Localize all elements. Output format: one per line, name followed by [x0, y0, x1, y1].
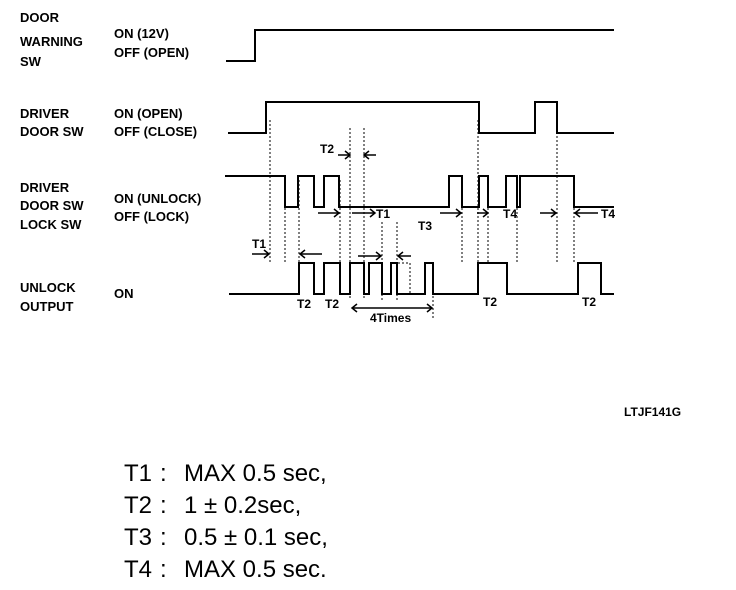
state-label-off: OFF (OPEN): [114, 45, 189, 60]
signal-label-line: WARNING: [20, 34, 83, 49]
timing-arrows: [252, 150, 598, 313]
arrow-left-icon: [362, 150, 376, 160]
timing-legend: T1:MAX 0.5 sec, T2:1 ± 0.2sec, T3:0.5 ± …: [124, 458, 328, 586]
legend-key: T3: [124, 524, 153, 551]
timing-label-t2: T2: [325, 297, 339, 311]
signal-label-line: DOOR SW: [20, 124, 84, 139]
signal-label-line: DRIVER: [20, 106, 70, 121]
signal-label-line: OUTPUT: [20, 299, 74, 314]
waveform-unlock-output: [229, 262, 614, 295]
signal-label-line: DOOR: [20, 10, 60, 25]
waveform-door-warning: [226, 29, 614, 62]
arrow-left-icon: [298, 249, 322, 259]
legend-key: T2: [124, 492, 153, 519]
signal-label-line: SW: [20, 54, 42, 69]
arrow-right-icon: [358, 251, 383, 261]
legend-value: 0.5 ± 0.1 sec,: [184, 524, 328, 551]
timing-label-t4: T4: [503, 207, 517, 221]
legend-value: MAX 0.5 sec,: [184, 460, 327, 487]
legend-value: MAX 0.5 sec.: [184, 556, 327, 583]
legend-separator: :: [160, 492, 167, 519]
state-label-on: ON (12V): [114, 26, 169, 41]
arrow-right-icon: [352, 208, 377, 218]
signal-label-line: LOCK SW: [20, 217, 82, 232]
legend-value: 1 ± 0.2sec,: [184, 492, 302, 519]
signal-label-lock-sw: DRIVER DOOR SW LOCK SW: [20, 180, 87, 232]
timing-label-t3: T3: [418, 219, 432, 233]
legend-separator: :: [160, 460, 167, 487]
timing-label-four-times: 4Times: [370, 311, 411, 325]
arrow-right-icon: [252, 249, 271, 259]
timing-label-t2: T2: [582, 295, 596, 309]
arrow-left-icon: [396, 251, 411, 261]
arrow-left-icon: [573, 208, 598, 218]
signal-label-unlock-output: UNLOCK OUTPUT: [20, 280, 79, 314]
dotted-pulse: [396, 262, 411, 294]
signal-label-line: DOOR SW: [20, 198, 84, 213]
legend-separator: :: [160, 556, 167, 583]
state-label-on: ON (UNLOCK): [114, 191, 201, 206]
legend-row: T3:0.5 ± 0.1 sec,: [124, 522, 328, 554]
signal-label-driver-door: DRIVER DOOR SW: [20, 106, 84, 139]
waveform-lock-sw: [225, 175, 614, 208]
legend-row: T2:1 ± 0.2sec,: [124, 490, 328, 522]
state-label-off: OFF (LOCK): [114, 209, 189, 224]
signal-label-line: DRIVER: [20, 180, 70, 195]
state-label-off: OFF (CLOSE): [114, 124, 197, 139]
state-label-on: ON (OPEN): [114, 106, 183, 121]
figure-id: LTJF141G: [624, 405, 681, 419]
timing-label-t1: T1: [252, 237, 266, 251]
signal-label-door-warning: DOOR WARNING SW: [20, 10, 86, 69]
arrow-right-icon: [318, 208, 341, 218]
timing-label-t2: T2: [483, 295, 497, 309]
guide-lines: [269, 120, 575, 318]
legend-row: T4: MAX 0.5 sec.: [124, 554, 328, 586]
arrow-double-icon: [350, 303, 434, 313]
timing-label-t1: T1: [376, 207, 390, 221]
legend-row: T1: MAX 0.5 sec,: [124, 458, 328, 490]
timing-label-t2: T2: [320, 142, 334, 156]
legend-separator: :: [160, 524, 167, 551]
arrow-right-icon: [477, 208, 490, 218]
arrow-right-icon: [540, 208, 558, 218]
timing-label-t4: T4: [601, 207, 615, 221]
arrow-right-icon: [338, 150, 352, 160]
legend-key: T4: [124, 556, 153, 583]
state-label-on: ON: [114, 286, 134, 301]
timing-label-t2: T2: [297, 297, 311, 311]
waveform-driver-door: [228, 101, 614, 134]
arrow-right-icon: [440, 208, 463, 218]
legend-key: T1: [124, 460, 153, 487]
signal-label-line: UNLOCK: [20, 280, 76, 295]
